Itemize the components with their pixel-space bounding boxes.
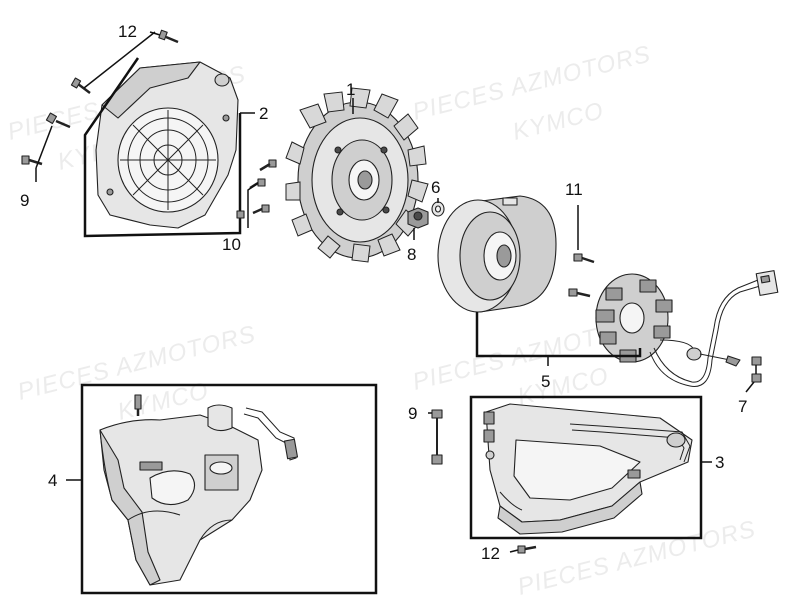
callout-1: 1 (346, 80, 355, 99)
callout-group: 1 2 3 4 5 6 7 8 9 9 10 11 12 12 (20, 22, 747, 563)
bolt-10-group (236, 159, 277, 219)
leader-line (35, 125, 53, 169)
bolt-12-top (149, 29, 179, 44)
callout-9-top: 9 (20, 191, 29, 210)
rotor-stator-bracket (475, 312, 642, 358)
callout-6: 6 (431, 178, 440, 197)
callout-2: 2 (259, 104, 268, 123)
callout-8: 8 (407, 245, 416, 264)
leader-line (247, 182, 259, 228)
callout-9-bottom: 9 (408, 404, 417, 423)
bolt-12-bottom (509, 545, 537, 554)
bolt-top-left (70, 77, 91, 94)
watermark-text: KYMCO (510, 97, 607, 146)
callout-10: 10 (222, 235, 241, 254)
flywheel-fan-part (285, 87, 429, 263)
support-bracket-part (483, 403, 693, 535)
watermark-text: PIECES AZMOTORS (15, 321, 259, 406)
callout-12-top: 12 (118, 22, 137, 41)
bolt-9-bottom (428, 409, 443, 465)
bolt-7-group (751, 356, 762, 383)
callout-3: 3 (715, 453, 724, 472)
bolt-9-top (21, 112, 71, 166)
shroud-box (80, 383, 378, 595)
callout-4: 4 (48, 471, 57, 490)
washer-part (431, 201, 445, 217)
leader-line (83, 31, 156, 89)
rotor-part (437, 195, 557, 313)
callout-12-bottom: 12 (481, 544, 500, 563)
watermark-text: PIECES AZMOTORS (410, 41, 654, 126)
callout-5: 5 (541, 372, 550, 391)
watermark-text: KYMCO (515, 362, 612, 411)
nut-part (407, 207, 429, 229)
stator-part (595, 270, 779, 387)
support-bracket-box (469, 395, 703, 540)
callout-7: 7 (738, 397, 747, 416)
callout-11: 11 (565, 180, 583, 199)
fan-cover-bracket (83, 57, 242, 238)
leader-line (745, 381, 755, 393)
shroud-part (99, 394, 299, 586)
fan-cover-part (95, 61, 239, 229)
bolt-11-group (568, 205, 595, 298)
